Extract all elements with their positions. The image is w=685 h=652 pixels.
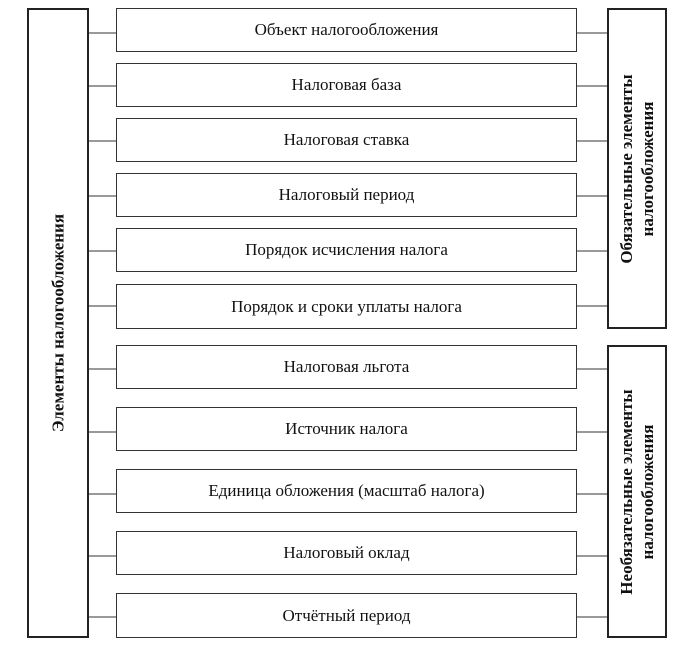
item-tax-object: Объект налогообложения <box>116 8 577 52</box>
item-reporting-period: Отчётный период <box>116 593 577 638</box>
item-unit-of-taxation: Единица обложения (масштаб налога) <box>116 469 577 513</box>
item-tax-period: Налоговый период <box>116 173 577 217</box>
left-panel-elements-of-taxation: Элементы налогообложения <box>27 8 89 638</box>
mandatory-panel-label: Обязательные элементы налогообложения <box>616 74 658 263</box>
item-tax-rate: Налоговая ставка <box>116 118 577 162</box>
right-panel-mandatory: Обязательные элементы налогообложения <box>607 8 667 329</box>
optional-panel-label: Необязательные элементы налогообложения <box>616 389 658 594</box>
item-tax-source: Источник налога <box>116 407 577 451</box>
item-tax-base: Налоговая база <box>116 63 577 107</box>
item-tax-salary: Налоговый оклад <box>116 531 577 575</box>
left-panel-label: Элементы налогообложения <box>48 213 68 433</box>
optional-label-line1: Необязательные элементы <box>617 388 636 595</box>
right-panel-optional: Необязательные элементы налогообложения <box>607 345 667 638</box>
optional-label-line2: налогообложения <box>638 424 657 559</box>
mandatory-label-line1: Обязательные элементы <box>617 73 636 264</box>
mandatory-label-line2: налогообложения <box>638 101 657 236</box>
item-tax-benefit: Налоговая льгота <box>116 345 577 389</box>
item-payment-order-and-terms: Порядок и сроки уплаты налога <box>116 284 577 329</box>
item-calculation-order: Порядок исчисления налога <box>116 228 577 272</box>
